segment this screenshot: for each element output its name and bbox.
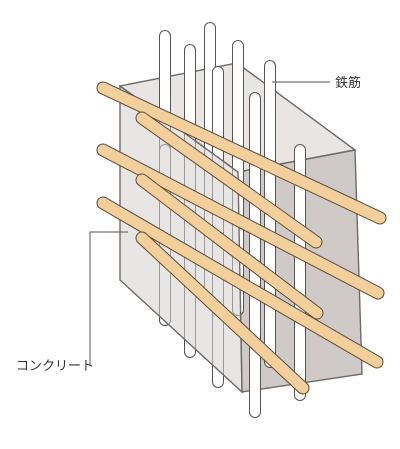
concrete-label: コンクリート xyxy=(16,359,94,374)
horizontal-rebar xyxy=(96,143,385,300)
horizontal-rebar xyxy=(96,196,384,369)
horizontal-rebar xyxy=(135,231,310,395)
horizontal-rebar xyxy=(96,81,387,225)
horizontal-rebar xyxy=(135,173,324,320)
horizontal-rebar xyxy=(135,111,323,249)
rebar-label: 鉄筋 xyxy=(335,75,361,91)
horizontal-rebars xyxy=(96,81,387,395)
concrete-leader-line xyxy=(89,231,128,365)
